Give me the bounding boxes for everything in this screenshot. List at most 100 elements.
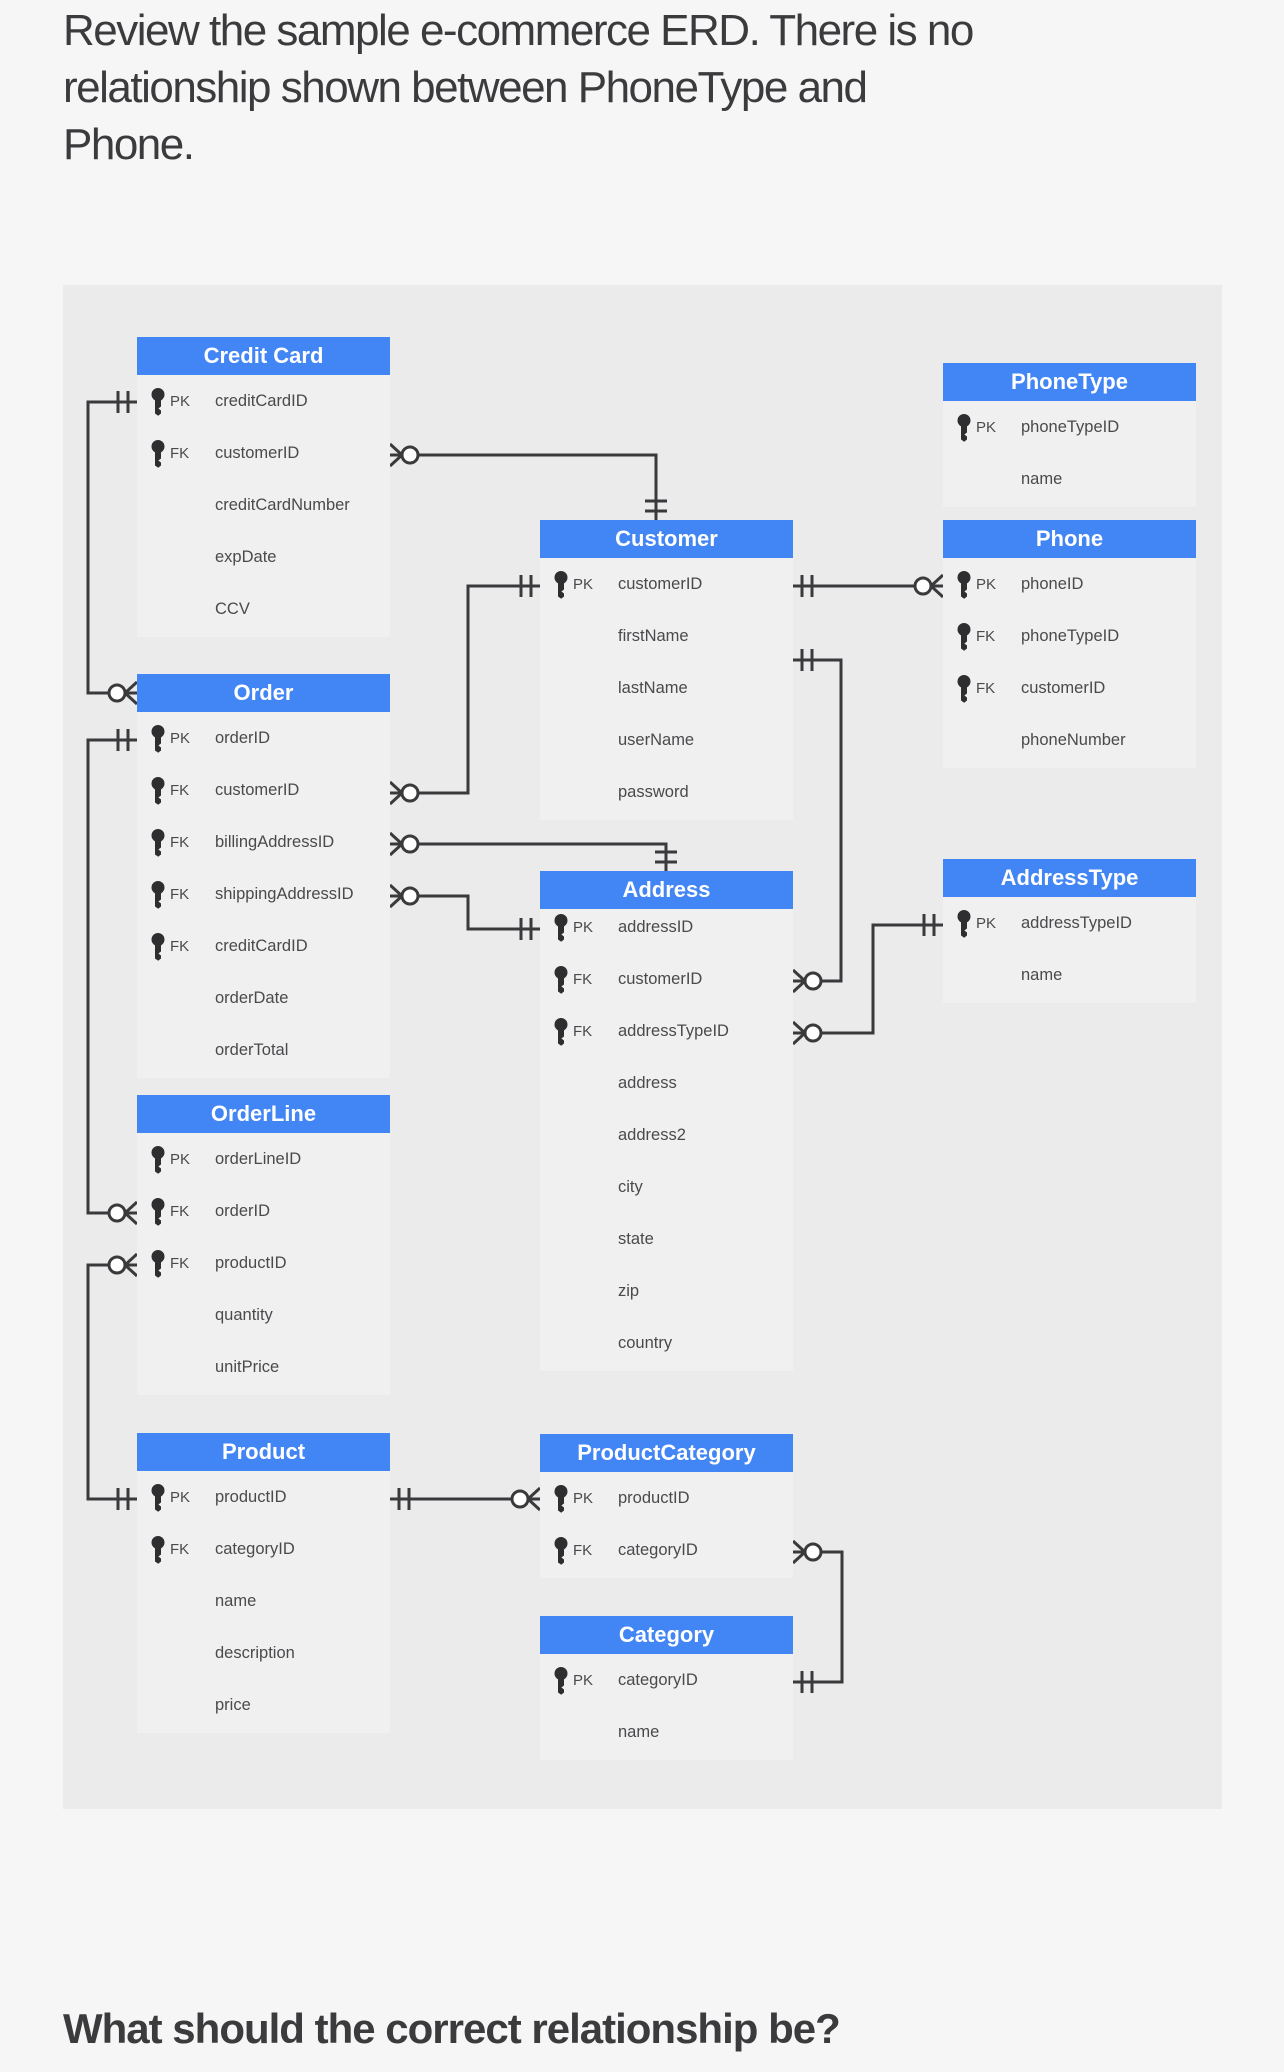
entity-row: PK categoryID — [540, 1656, 793, 1708]
attribute-label: addressTypeID — [618, 1022, 729, 1040]
key-kind-label: PK — [573, 576, 594, 593]
key-kind-label: FK — [170, 1255, 190, 1272]
key-icon — [956, 414, 972, 444]
attribute-label: orderDate — [215, 989, 289, 1007]
attribute-label: shippingAddressID — [215, 885, 354, 903]
entity-row: name — [137, 1577, 390, 1629]
entity-row: zip — [540, 1267, 793, 1319]
attribute-label: name — [1021, 966, 1063, 984]
key-icon — [956, 623, 972, 653]
entity-header-phone-type: PhoneType — [943, 363, 1196, 401]
attribute-label: price — [215, 1696, 251, 1714]
key-icon — [553, 1537, 569, 1567]
key-kind-label: FK — [170, 938, 190, 955]
entity-header-address-type: AddressType — [943, 859, 1196, 897]
attribute-label: name — [618, 1723, 660, 1741]
entity-row: lastName — [540, 664, 793, 716]
attribute-label: categoryID — [215, 1540, 295, 1558]
key-icon — [150, 1536, 166, 1566]
key-kind-label: PK — [976, 576, 997, 593]
key-kind-label: FK — [170, 1541, 190, 1558]
key-kind-label: PK — [170, 730, 191, 747]
intro-line: Review the sample e-commerce ERD. There … — [63, 6, 974, 55]
key-icon — [553, 1485, 569, 1515]
entity-row: city — [540, 1163, 793, 1215]
attribute-label: phoneNumber — [1021, 731, 1126, 749]
entity-row: name — [540, 1708, 793, 1760]
attribute-label: city — [618, 1178, 643, 1196]
attribute-label: phoneID — [1021, 575, 1084, 593]
attribute-label: addressID — [618, 918, 694, 936]
entity-row: address2 — [540, 1111, 793, 1163]
key-kind-label: FK — [170, 886, 190, 903]
attribute-label: customerID — [1021, 679, 1106, 697]
key-kind-label: FK — [170, 445, 190, 462]
attribute-label: firstName — [618, 627, 689, 645]
entity-header-product: Product — [137, 1433, 390, 1471]
entity-row: FK orderID — [137, 1187, 390, 1239]
attribute-label: zip — [618, 1282, 640, 1300]
entity-row: quantity — [137, 1291, 390, 1343]
key-kind-label: PK — [573, 1672, 594, 1689]
attribute-label: description — [215, 1644, 295, 1662]
attribute-label: phoneTypeID — [1021, 627, 1120, 645]
key-icon — [553, 1018, 569, 1048]
intro-line: relationship shown between PhoneType and — [63, 63, 868, 112]
key-kind-label: PK — [976, 915, 997, 932]
attribute-label: productID — [215, 1254, 287, 1272]
entity-header-phone: Phone — [943, 520, 1196, 558]
attribute-label: categoryID — [618, 1671, 698, 1689]
entity-row: name — [943, 455, 1196, 507]
entity-row: state — [540, 1215, 793, 1267]
attribute-label: quantity — [215, 1306, 273, 1324]
question-text: What should the correct relationship be? — [63, 2005, 841, 2052]
key-icon — [956, 571, 972, 601]
entity-row: PK phoneID — [943, 560, 1196, 612]
attribute-label: name — [1021, 470, 1063, 488]
key-icon — [150, 1484, 166, 1514]
intro-line: Phone. — [63, 120, 195, 169]
key-kind-label: PK — [170, 1489, 191, 1506]
attribute-label: orderID — [215, 1202, 271, 1220]
entity-row: FK shippingAddressID — [137, 870, 390, 922]
entity-row: country — [540, 1319, 793, 1371]
entity-row: userName — [540, 716, 793, 768]
key-icon — [150, 1250, 166, 1280]
attribute-label: addressTypeID — [1021, 914, 1132, 932]
attribute-label: categoryID — [618, 1541, 698, 1559]
attribute-label: creditCardNumber — [215, 496, 350, 514]
key-icon — [150, 933, 166, 963]
attribute-label: customerID — [618, 970, 703, 988]
key-kind-label: FK — [170, 1203, 190, 1220]
attribute-label: unitPrice — [215, 1358, 280, 1376]
attribute-label: CCV — [215, 600, 250, 618]
attribute-label: orderID — [215, 729, 271, 747]
entity-row: creditCardNumber — [137, 481, 390, 533]
entity-row: price — [137, 1681, 390, 1733]
entity-row: firstName — [540, 612, 793, 664]
entity-row: phoneNumber — [943, 716, 1196, 768]
entity-header-credit-card: Credit Card — [137, 337, 390, 375]
key-icon — [150, 440, 166, 470]
entity-header-customer: Customer — [540, 520, 793, 558]
attribute-label: customerID — [618, 575, 703, 593]
entity-header-order: Order — [137, 674, 390, 712]
attribute-label: country — [618, 1334, 673, 1352]
key-icon — [150, 1146, 166, 1176]
